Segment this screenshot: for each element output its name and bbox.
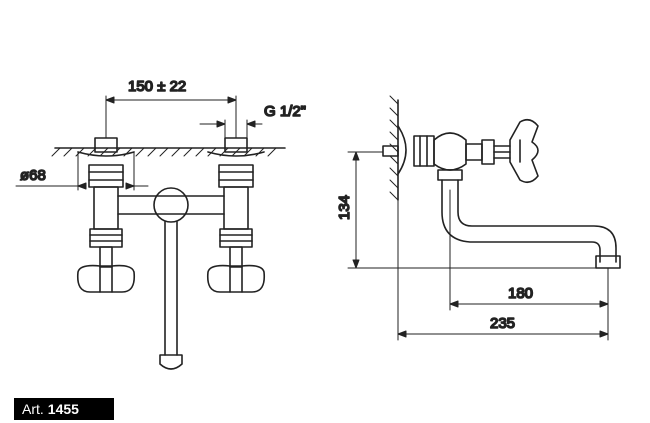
dim-diameter-label: ø68 bbox=[20, 167, 46, 184]
side-view: 134 180 235 bbox=[335, 95, 621, 341]
left-valve-body bbox=[76, 137, 136, 293]
dim-height-label: 134 bbox=[336, 195, 353, 220]
article-prefix: Art. bbox=[22, 401, 44, 417]
side-spout bbox=[437, 169, 621, 269]
side-wall bbox=[389, 95, 399, 201]
front-view: 150 ± 22 G 1/2" ø68 bbox=[15, 77, 307, 370]
dim-spacing bbox=[105, 95, 237, 139]
article-number: 1455 bbox=[47, 401, 79, 417]
dim-thread-label: G 1/2" bbox=[264, 103, 306, 120]
right-valve-body bbox=[206, 137, 266, 293]
dim-spacing-label: 150 ± 22 bbox=[128, 78, 186, 95]
side-connection bbox=[382, 125, 511, 175]
dim-reach bbox=[449, 189, 609, 341]
dim-diameter bbox=[15, 151, 149, 191]
mixer-crossbar bbox=[117, 187, 225, 370]
dim-thread bbox=[199, 119, 263, 139]
side-handle bbox=[509, 118, 539, 184]
dim-reach-label: 180 bbox=[508, 285, 533, 302]
dim-depth-label: 235 bbox=[490, 315, 515, 332]
dim-depth bbox=[397, 199, 609, 341]
article-badge: Art. 1455 bbox=[14, 398, 114, 420]
dim-height bbox=[347, 151, 597, 269]
